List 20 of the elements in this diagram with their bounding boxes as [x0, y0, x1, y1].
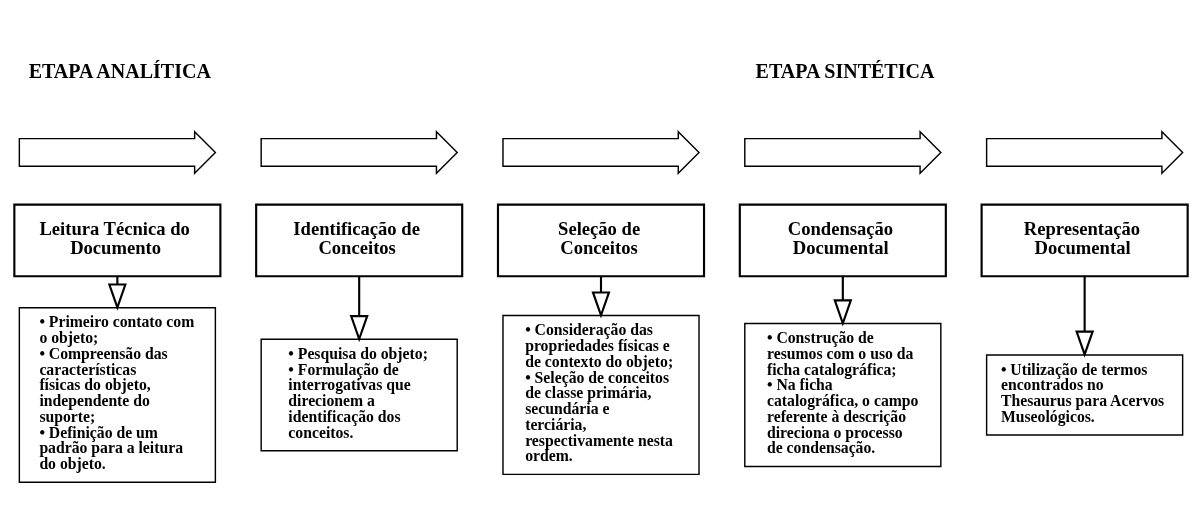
label: ETAPA ANALÍTICA [28, 60, 211, 83]
node-box: Representação Documental [980, 203, 1189, 278]
node-box: • Consideração das propriedades físicas e de contexto do objeto; • Seleção de conceitos de classe primária, secundária e terciária, respectivamente nesta ordem. [502, 314, 700, 476]
node-arrow [260, 130, 459, 175]
arrow [1075, 276, 1095, 358]
node-arrow [985, 130, 1184, 175]
node-box: • Primeiro contato com o objeto; • Compreensão das características físicas do objeto, independente do suporte; • Definição de um padrão para a leitura do objeto. [18, 307, 217, 483]
node-box: • Pesquisa do objeto; • Formulação de interrogativas que direcionem a identificação dos conceitos. [260, 338, 458, 452]
node-box: Seleção de Conceitos [496, 203, 706, 278]
node-box: • Construção de resumos com o uso da ficha catalográfica; • Na ficha catalográfica, o campo referente à descrição direciona o processo de condensação. [744, 322, 942, 468]
arrow [349, 276, 369, 343]
node-box: Condensação Documental [738, 203, 947, 278]
arrow [833, 276, 853, 327]
node-box: Identificação de Conceitos [255, 203, 464, 278]
node-arrow [18, 130, 217, 175]
node-box: • Utilização de termos encontrados no Thesaurus para Acervos Museológicos. [985, 354, 1184, 436]
node-arrow [502, 130, 701, 175]
label: ETAPA SINTÉTICA [755, 60, 935, 83]
node-box: Leitura Técnica do Documento [13, 203, 222, 278]
node-arrow [744, 130, 942, 175]
